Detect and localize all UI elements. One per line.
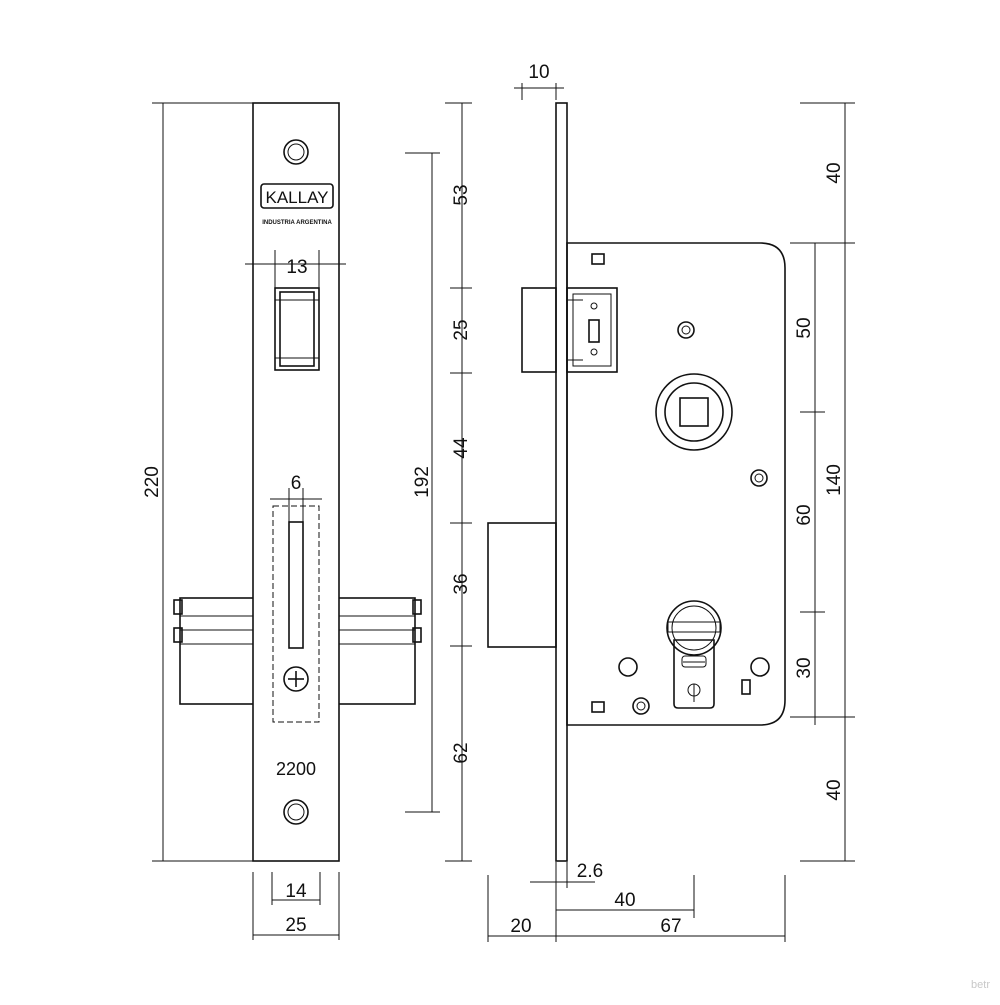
dim-slot-width: 6 bbox=[270, 473, 322, 524]
dim-total-height: 220 bbox=[142, 102, 253, 862]
bolt-dashed-outline bbox=[272, 505, 320, 723]
dim-depth-67: 67 bbox=[555, 875, 786, 942]
svg-text:14: 14 bbox=[285, 881, 307, 902]
model-number: 2200 bbox=[276, 759, 316, 779]
case-screw-3 bbox=[632, 697, 650, 715]
dim-44: 44 bbox=[451, 437, 472, 459]
dim-depth-20: 20 bbox=[487, 875, 556, 942]
svg-text:2.6: 2.6 bbox=[577, 861, 603, 882]
dim-right-40-top: 40 bbox=[824, 162, 845, 183]
case-rivet-bottom bbox=[591, 701, 605, 713]
dim-62: 62 bbox=[451, 742, 472, 763]
dim-36: 36 bbox=[451, 573, 472, 594]
case-slot-small bbox=[741, 679, 751, 695]
dim-backset: 40 bbox=[556, 875, 695, 918]
svg-text:25: 25 bbox=[285, 915, 306, 936]
dim-right-140: 140 bbox=[824, 464, 845, 496]
middle-dimensions: 192 53 25 44 36 62 bbox=[405, 102, 472, 862]
latch-side bbox=[521, 287, 618, 373]
latch-front bbox=[274, 287, 320, 371]
phillips-screw-front bbox=[283, 666, 309, 692]
case-hole-right bbox=[750, 657, 770, 677]
brand-sub: INDUSTRIA ARGENTINA bbox=[262, 220, 332, 226]
screw-hole-top bbox=[283, 139, 309, 165]
svg-text:6: 6 bbox=[291, 473, 302, 494]
svg-text:13: 13 bbox=[286, 257, 307, 278]
right-dimensions: 40 140 40 50 60 30 bbox=[790, 102, 855, 862]
svg-text:67: 67 bbox=[660, 916, 681, 937]
lock-case bbox=[566, 242, 786, 726]
svg-text:220: 220 bbox=[142, 466, 163, 498]
dim-plate-thickness: 2.6 bbox=[530, 861, 603, 888]
dim-top-slot: 10 bbox=[514, 62, 564, 100]
svg-text:20: 20 bbox=[510, 916, 531, 937]
spindle-hub bbox=[655, 373, 733, 451]
dim-face-width: 25 bbox=[252, 872, 340, 940]
screw-hole-bottom bbox=[283, 799, 309, 825]
case-screw-1 bbox=[677, 321, 695, 339]
brand-logo-frame bbox=[260, 183, 334, 209]
cylinder-side bbox=[666, 600, 722, 709]
case-rivet-top bbox=[591, 253, 605, 265]
front-view: KALLAY INDUSTRIA ARGENTINA 2200 13 bbox=[142, 102, 422, 940]
dim-53: 53 bbox=[451, 184, 472, 205]
dim-face-inner: 14 bbox=[271, 872, 321, 905]
dim-right-60: 60 bbox=[794, 504, 815, 525]
faceplate bbox=[252, 102, 340, 862]
side-view: 10 2.6 40 20 67 bbox=[487, 62, 786, 942]
svg-text:40: 40 bbox=[614, 890, 635, 911]
watermark: betr bbox=[971, 979, 990, 991]
deadbolt-side bbox=[487, 522, 557, 648]
dim-latch-width: 13 bbox=[245, 250, 346, 292]
dim-25: 25 bbox=[451, 319, 472, 340]
svg-text:10: 10 bbox=[528, 62, 549, 83]
dim-192: 192 bbox=[412, 466, 433, 498]
case-screw-2 bbox=[750, 469, 768, 487]
bolt-slot bbox=[288, 521, 304, 649]
side-faceplate bbox=[555, 102, 568, 862]
dim-right-30: 30 bbox=[794, 657, 815, 678]
case-hole-left bbox=[618, 657, 638, 677]
dim-right-40-bottom: 40 bbox=[824, 779, 845, 800]
dim-right-50: 50 bbox=[794, 317, 815, 338]
brand-logo: KALLAY bbox=[265, 188, 328, 207]
